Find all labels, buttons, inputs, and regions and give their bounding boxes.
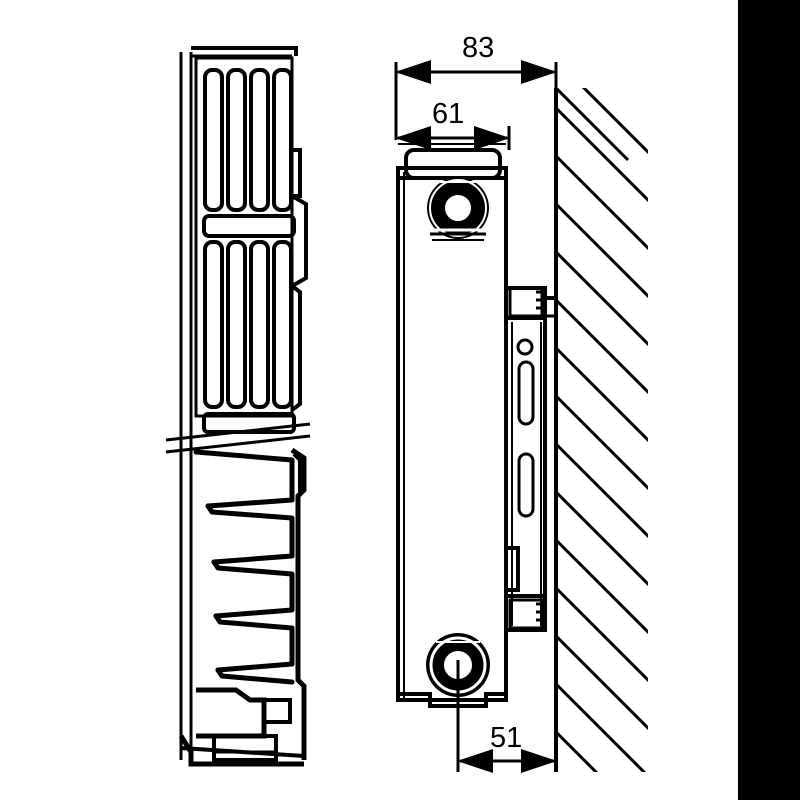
- left-view-fins-upper: [203, 68, 293, 212]
- left-view-bottom-valve-foot: [212, 734, 278, 762]
- left-view-lower-right-wall-detail: [292, 452, 302, 492]
- break-line-upper: [165, 422, 311, 442]
- bracket-slot-lower: [517, 452, 535, 518]
- left-front-section-view: [165, 46, 311, 767]
- left-view-top-cap: [191, 46, 298, 56]
- right-view-top-cap: [404, 148, 502, 180]
- right-black-band: [738, 0, 800, 800]
- left-view-side-bracket-body: [291, 194, 308, 288]
- right-view-panel-body: [396, 166, 508, 702]
- left-view-bottom-valve-side: [264, 698, 292, 724]
- left-view-bottom-closure: [178, 734, 304, 767]
- left-view-fins-lower: [203, 240, 293, 409]
- dimension-label-51: 51: [490, 722, 523, 754]
- dimension-label-61: 61: [432, 98, 465, 130]
- break-line-lower: [165, 434, 311, 454]
- left-view-bottom-valve-block: [196, 687, 267, 739]
- hatched-wall: [554, 88, 648, 772]
- left-view-side-bracket-lower: [290, 284, 302, 412]
- bracket-screw-hole: [516, 338, 534, 356]
- left-view-serpentine-fins: [193, 449, 295, 685]
- left-view-mid-bar: [202, 214, 296, 238]
- right-side-profile-view: [396, 138, 556, 708]
- wall-mounting-bracket: [506, 286, 556, 632]
- top-valve-connector: [427, 177, 489, 241]
- left-view-lower-right-wall: [290, 447, 307, 760]
- dimension-label-83: 83: [462, 32, 495, 64]
- dimension-lines: [394, 60, 558, 773]
- wall-hatch-lines: [556, 88, 648, 772]
- left-view-bottom-edge: [180, 746, 305, 758]
- bracket-slot-upper: [517, 360, 535, 426]
